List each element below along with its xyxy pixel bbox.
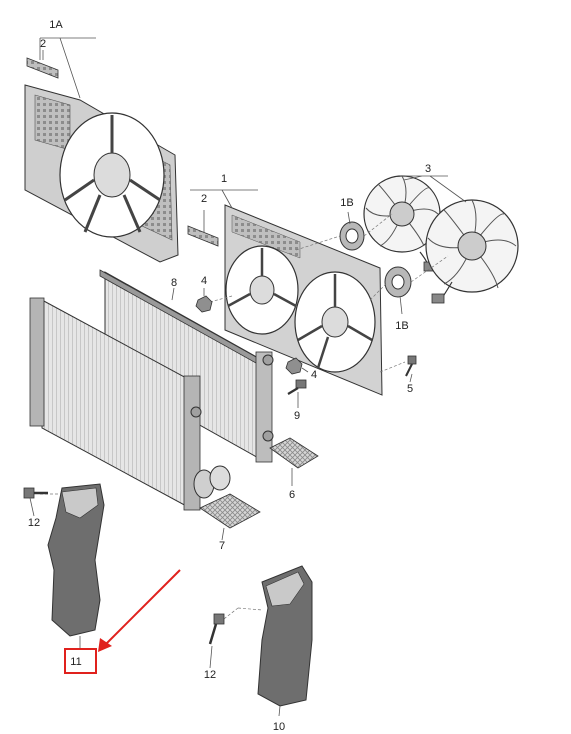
callout-12a: 12 xyxy=(28,517,40,529)
nut-4b xyxy=(285,357,303,375)
callout-labels: 1A 2 1 2 3 1B 1B 8 4 4 5 9 6 7 12 12 10 xyxy=(28,19,431,733)
label-plate-2b xyxy=(187,225,219,247)
callout-6: 6 xyxy=(289,489,295,501)
fan-motor-ring-1Ba xyxy=(339,221,365,251)
highlight-annotation: 11 xyxy=(64,569,181,674)
bolt-12b xyxy=(208,613,225,645)
cooling-fan-3a xyxy=(363,175,441,272)
fan-motor-ring-1Bb xyxy=(384,266,412,298)
radiator-8 xyxy=(99,269,274,463)
mesh-pad-7 xyxy=(199,493,261,529)
radiator-7 xyxy=(29,297,231,511)
callout-2a: 2 xyxy=(40,38,46,50)
highlight-arrow-line xyxy=(105,569,181,645)
highlight-arrowhead xyxy=(98,638,112,652)
callout-5: 5 xyxy=(407,383,413,395)
nut-4a xyxy=(195,295,213,313)
air-guide-10 xyxy=(257,565,313,707)
callout-4b: 4 xyxy=(311,369,317,381)
callout-7: 7 xyxy=(219,540,225,552)
cooling-fan-3b xyxy=(425,199,519,304)
highlight-box xyxy=(64,648,97,674)
bolt-9 xyxy=(287,379,307,395)
callout-3: 3 xyxy=(425,163,431,175)
screw-5 xyxy=(405,355,417,377)
mesh-pad-6 xyxy=(269,437,319,469)
fan-shroud-1 xyxy=(224,204,383,396)
air-guide-11 xyxy=(47,483,105,637)
callout-1Bb: 1B xyxy=(395,320,408,332)
callout-9: 9 xyxy=(294,410,300,422)
label-plate-2a xyxy=(26,57,59,79)
callout-8: 8 xyxy=(171,277,177,289)
callout-4a: 4 xyxy=(201,275,207,287)
leader-lines xyxy=(29,37,467,717)
callout-2b: 2 xyxy=(201,193,207,205)
callout-1Ba: 1B xyxy=(340,197,353,209)
callout-1: 1 xyxy=(221,173,227,185)
callout-12b: 12 xyxy=(204,669,216,681)
callout-1A: 1A xyxy=(49,19,63,31)
fan-shroud-1A xyxy=(24,84,179,263)
callout-10: 10 xyxy=(273,721,285,733)
bolt-12a xyxy=(23,487,48,499)
callout-11: 11 xyxy=(70,656,81,668)
